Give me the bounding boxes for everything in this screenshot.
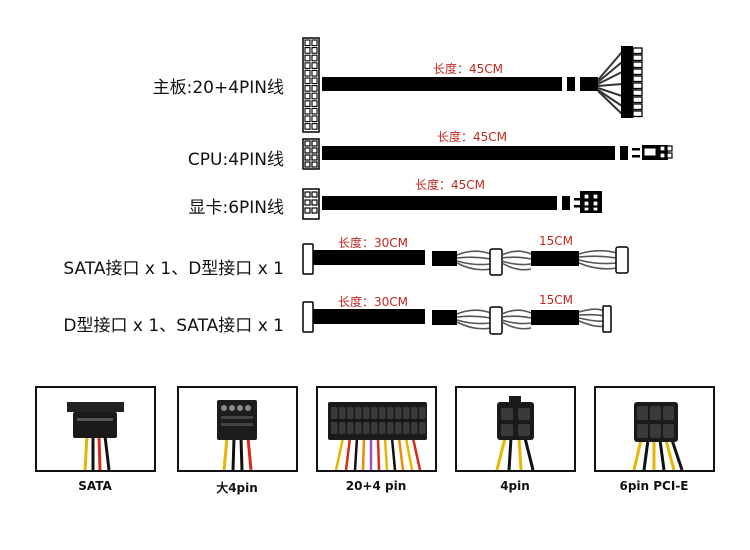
caption-cpu-4pin: 4pin bbox=[500, 479, 530, 493]
caption-pcie-6pin: 6pin PCI-E bbox=[619, 479, 689, 493]
cable-sata-molex bbox=[302, 243, 629, 276]
molex-connector-photo bbox=[177, 386, 298, 472]
cable-gpu-6pin bbox=[302, 188, 602, 220]
length-sata-molex-2: 15CM bbox=[539, 234, 574, 248]
cable-label-motherboard: 主板:20+4PIN线 bbox=[152, 78, 284, 98]
cable-diagram bbox=[302, 37, 673, 335]
pcie-6pin-connector-photo bbox=[594, 386, 715, 472]
sata-connector-photo bbox=[35, 386, 156, 472]
cable-molex-sata bbox=[302, 301, 612, 335]
caption-atx-24pin: 20+4 pin bbox=[345, 479, 407, 493]
length-cpu: 长度：45CM bbox=[437, 130, 508, 144]
cable-label-gpu: 显卡:6PIN线 bbox=[188, 198, 284, 218]
length-sata-molex-1: 长度：30CM bbox=[338, 236, 409, 250]
atx-plug-body bbox=[621, 46, 633, 118]
cable-label-sata-molex: SATA接口 x 1、D型接口 x 1 bbox=[63, 259, 284, 279]
atx-24pin-connector-photo bbox=[316, 386, 437, 472]
cable-sleeve bbox=[322, 77, 562, 91]
cable-label-molex-sata: D型接口 x 1、SATA接口 x 1 bbox=[63, 316, 284, 336]
caption-sata: SATA bbox=[78, 479, 112, 493]
length-motherboard: 长度：45CM bbox=[433, 62, 504, 76]
wire-fanout bbox=[597, 51, 623, 115]
cable-cpu-4pin bbox=[302, 138, 673, 170]
caption-molex: 大4pin bbox=[216, 481, 258, 495]
cable-label-cpu: CPU:4PIN线 bbox=[187, 150, 284, 170]
cable-motherboard-24pin bbox=[302, 37, 643, 133]
cpu-4pin-connector-photo bbox=[455, 386, 576, 472]
atx-24pin-header bbox=[302, 37, 320, 133]
length-molex-sata-2: 15CM bbox=[539, 293, 574, 307]
length-molex-sata-1: 长度：30CM bbox=[338, 295, 409, 309]
length-gpu: 长度：45CM bbox=[415, 178, 486, 192]
